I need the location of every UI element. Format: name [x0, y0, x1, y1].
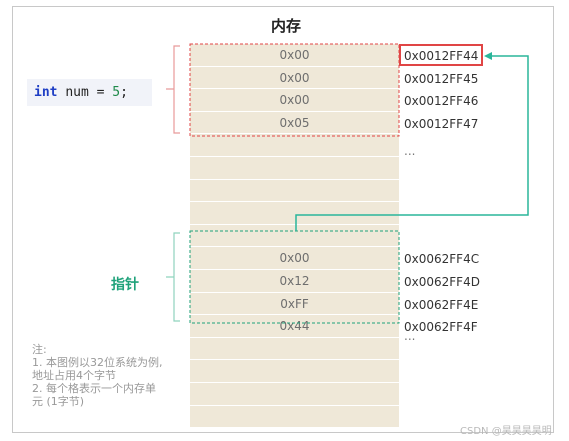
code-terminator: ;	[120, 85, 128, 100]
memory-address: 0x0062FF4E	[404, 297, 479, 312]
num-bracket	[166, 45, 180, 134]
memory-cell	[190, 156, 399, 180]
note-heading: 注:	[32, 343, 47, 356]
memory-cell: 0x00	[190, 247, 399, 270]
memory-address: 0x0062FF4D	[404, 275, 480, 289]
memory-cell: 0x00	[190, 44, 399, 67]
memory-cell	[190, 337, 399, 361]
pointer-label: 指针	[111, 277, 139, 293]
memory-cell	[190, 360, 399, 383]
memory-cell	[190, 202, 399, 225]
memory-address: 0x0012FF47	[404, 116, 479, 131]
memory-cell: 0x00	[190, 66, 399, 90]
memory-title: 内存	[271, 17, 302, 35]
memory-cell: 0x44	[190, 315, 399, 338]
memory-cell: 0x05	[190, 111, 399, 135]
note-line-4: 元 (1字节)	[32, 395, 85, 408]
watermark: CSDN @昊昊昊昊明	[460, 426, 552, 437]
pointed-address-highlight	[399, 44, 483, 66]
code-keyword: int	[34, 85, 58, 100]
memory-cell	[190, 382, 399, 406]
code-literal: 5	[112, 85, 121, 100]
diagram-frame	[12, 6, 554, 433]
memory-cell: 0xFF	[190, 292, 399, 316]
ellipsis-lower: ...	[404, 329, 416, 343]
code-snippet: int num = 5;	[27, 79, 152, 106]
code-identifier: num	[65, 85, 89, 100]
pointer-bytes-outline	[189, 230, 400, 324]
pointer-bracket	[166, 232, 180, 322]
memory-address: 0x0012FF44	[404, 49, 479, 63]
memory-cell	[190, 179, 399, 203]
note-line-3: 2. 每个格表示一个内存单	[32, 382, 156, 395]
footnote: 注: 1. 本图例以32位系统为例, 地址占用4个字节 2. 每个格表示一个内存…	[32, 343, 192, 408]
note-line-2: 地址占用4个字节	[32, 369, 116, 382]
memory-address: 0x0012FF46	[404, 94, 479, 109]
memory-cell: 0x12	[190, 269, 399, 293]
ellipsis-upper: ...	[404, 144, 416, 158]
pointer-arrow-head	[484, 52, 492, 60]
code-operator: =	[96, 85, 105, 100]
memory-address: 0x0062FF4F	[404, 320, 478, 335]
memory-cell	[190, 224, 399, 248]
num-bytes-outline	[189, 43, 400, 137]
pointer-arrow	[295, 55, 529, 231]
memory-address: 0x0062FF4C	[404, 252, 480, 267]
memory-address: 0x0012FF45	[404, 71, 479, 86]
note-line-1: 1. 本图例以32位系统为例,	[32, 356, 163, 369]
memory-cell	[190, 405, 399, 429]
memory-cell: 0x00	[190, 89, 399, 112]
memory-cell	[190, 134, 399, 157]
